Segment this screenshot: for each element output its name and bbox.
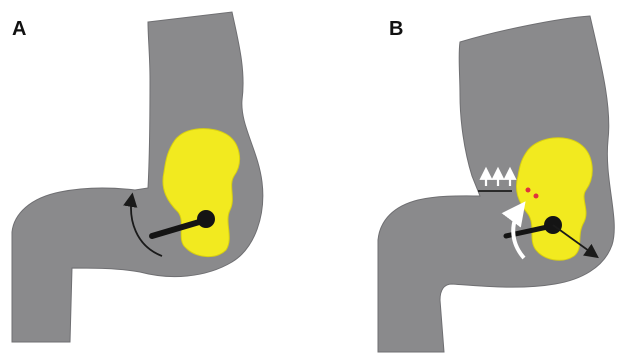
marker-dot-b2 bbox=[534, 194, 539, 199]
panel-b bbox=[378, 16, 614, 352]
marker-dot-b1 bbox=[526, 188, 531, 193]
panel-label-b: B bbox=[389, 18, 403, 41]
panel-a bbox=[12, 12, 263, 342]
lever-pivot-a bbox=[197, 210, 215, 228]
panel-label-a: A bbox=[12, 18, 26, 41]
